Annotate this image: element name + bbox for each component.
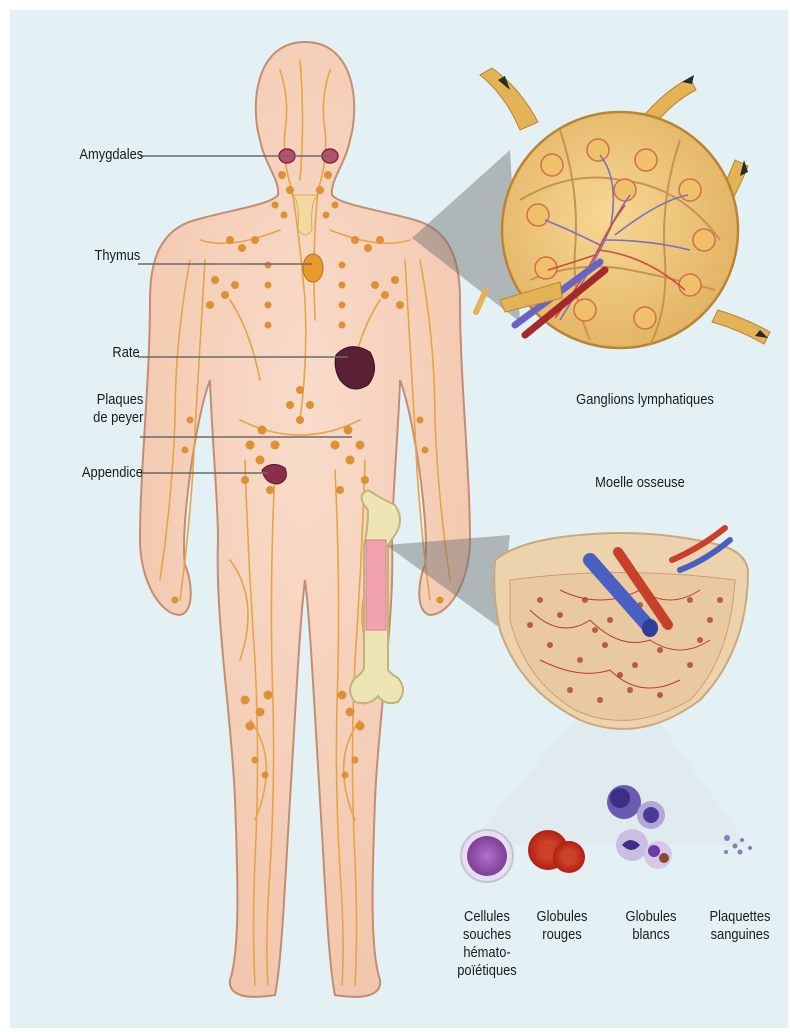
white-line2: blancs bbox=[612, 926, 689, 944]
label-plaques-line1: Plaques bbox=[93, 391, 143, 409]
red-line2: rouges bbox=[523, 926, 600, 944]
label-thymus: Thymus bbox=[94, 247, 140, 265]
label-red-cells: Globules rouges bbox=[523, 908, 600, 944]
cells-callout bbox=[468, 710, 748, 845]
stem-line2: souches bbox=[444, 926, 530, 944]
lymphatic-system-figure: Amygdales Thymus Rate Plaques de peyer A… bbox=[10, 10, 788, 1028]
label-appendice: Appendice bbox=[82, 464, 143, 482]
label-white-cells: Globules blancs bbox=[612, 908, 689, 944]
label-plaques-de-peyer: Plaques de peyer bbox=[93, 391, 143, 427]
marrow-callout bbox=[386, 535, 510, 628]
label-ganglions-lymphatiques: Ganglions lymphatiques bbox=[555, 391, 736, 409]
platelets-line2: sanguines bbox=[697, 926, 783, 944]
label-plaques-line2: de peyer bbox=[93, 409, 143, 427]
stem-line1: Cellules bbox=[444, 908, 530, 926]
label-stem-cells: Cellules souches hémato- poïétiques bbox=[444, 908, 530, 980]
stem-line4: poïétiques bbox=[444, 962, 530, 980]
red-line1: Globules bbox=[523, 908, 600, 926]
label-amygdales: Amygdales bbox=[79, 146, 143, 164]
platelets-line1: Plaquettes bbox=[697, 908, 783, 926]
white-line1: Globules bbox=[612, 908, 689, 926]
lymph-node-illustration bbox=[476, 68, 770, 348]
label-platelets: Plaquettes sanguines bbox=[697, 908, 783, 944]
stem-line3: hémato- bbox=[444, 944, 530, 962]
bone-marrow-illustration bbox=[494, 528, 748, 729]
label-rate: Rate bbox=[113, 344, 140, 362]
label-moelle-osseuse: Moelle osseuse bbox=[563, 474, 718, 492]
stem-cell bbox=[461, 830, 513, 882]
